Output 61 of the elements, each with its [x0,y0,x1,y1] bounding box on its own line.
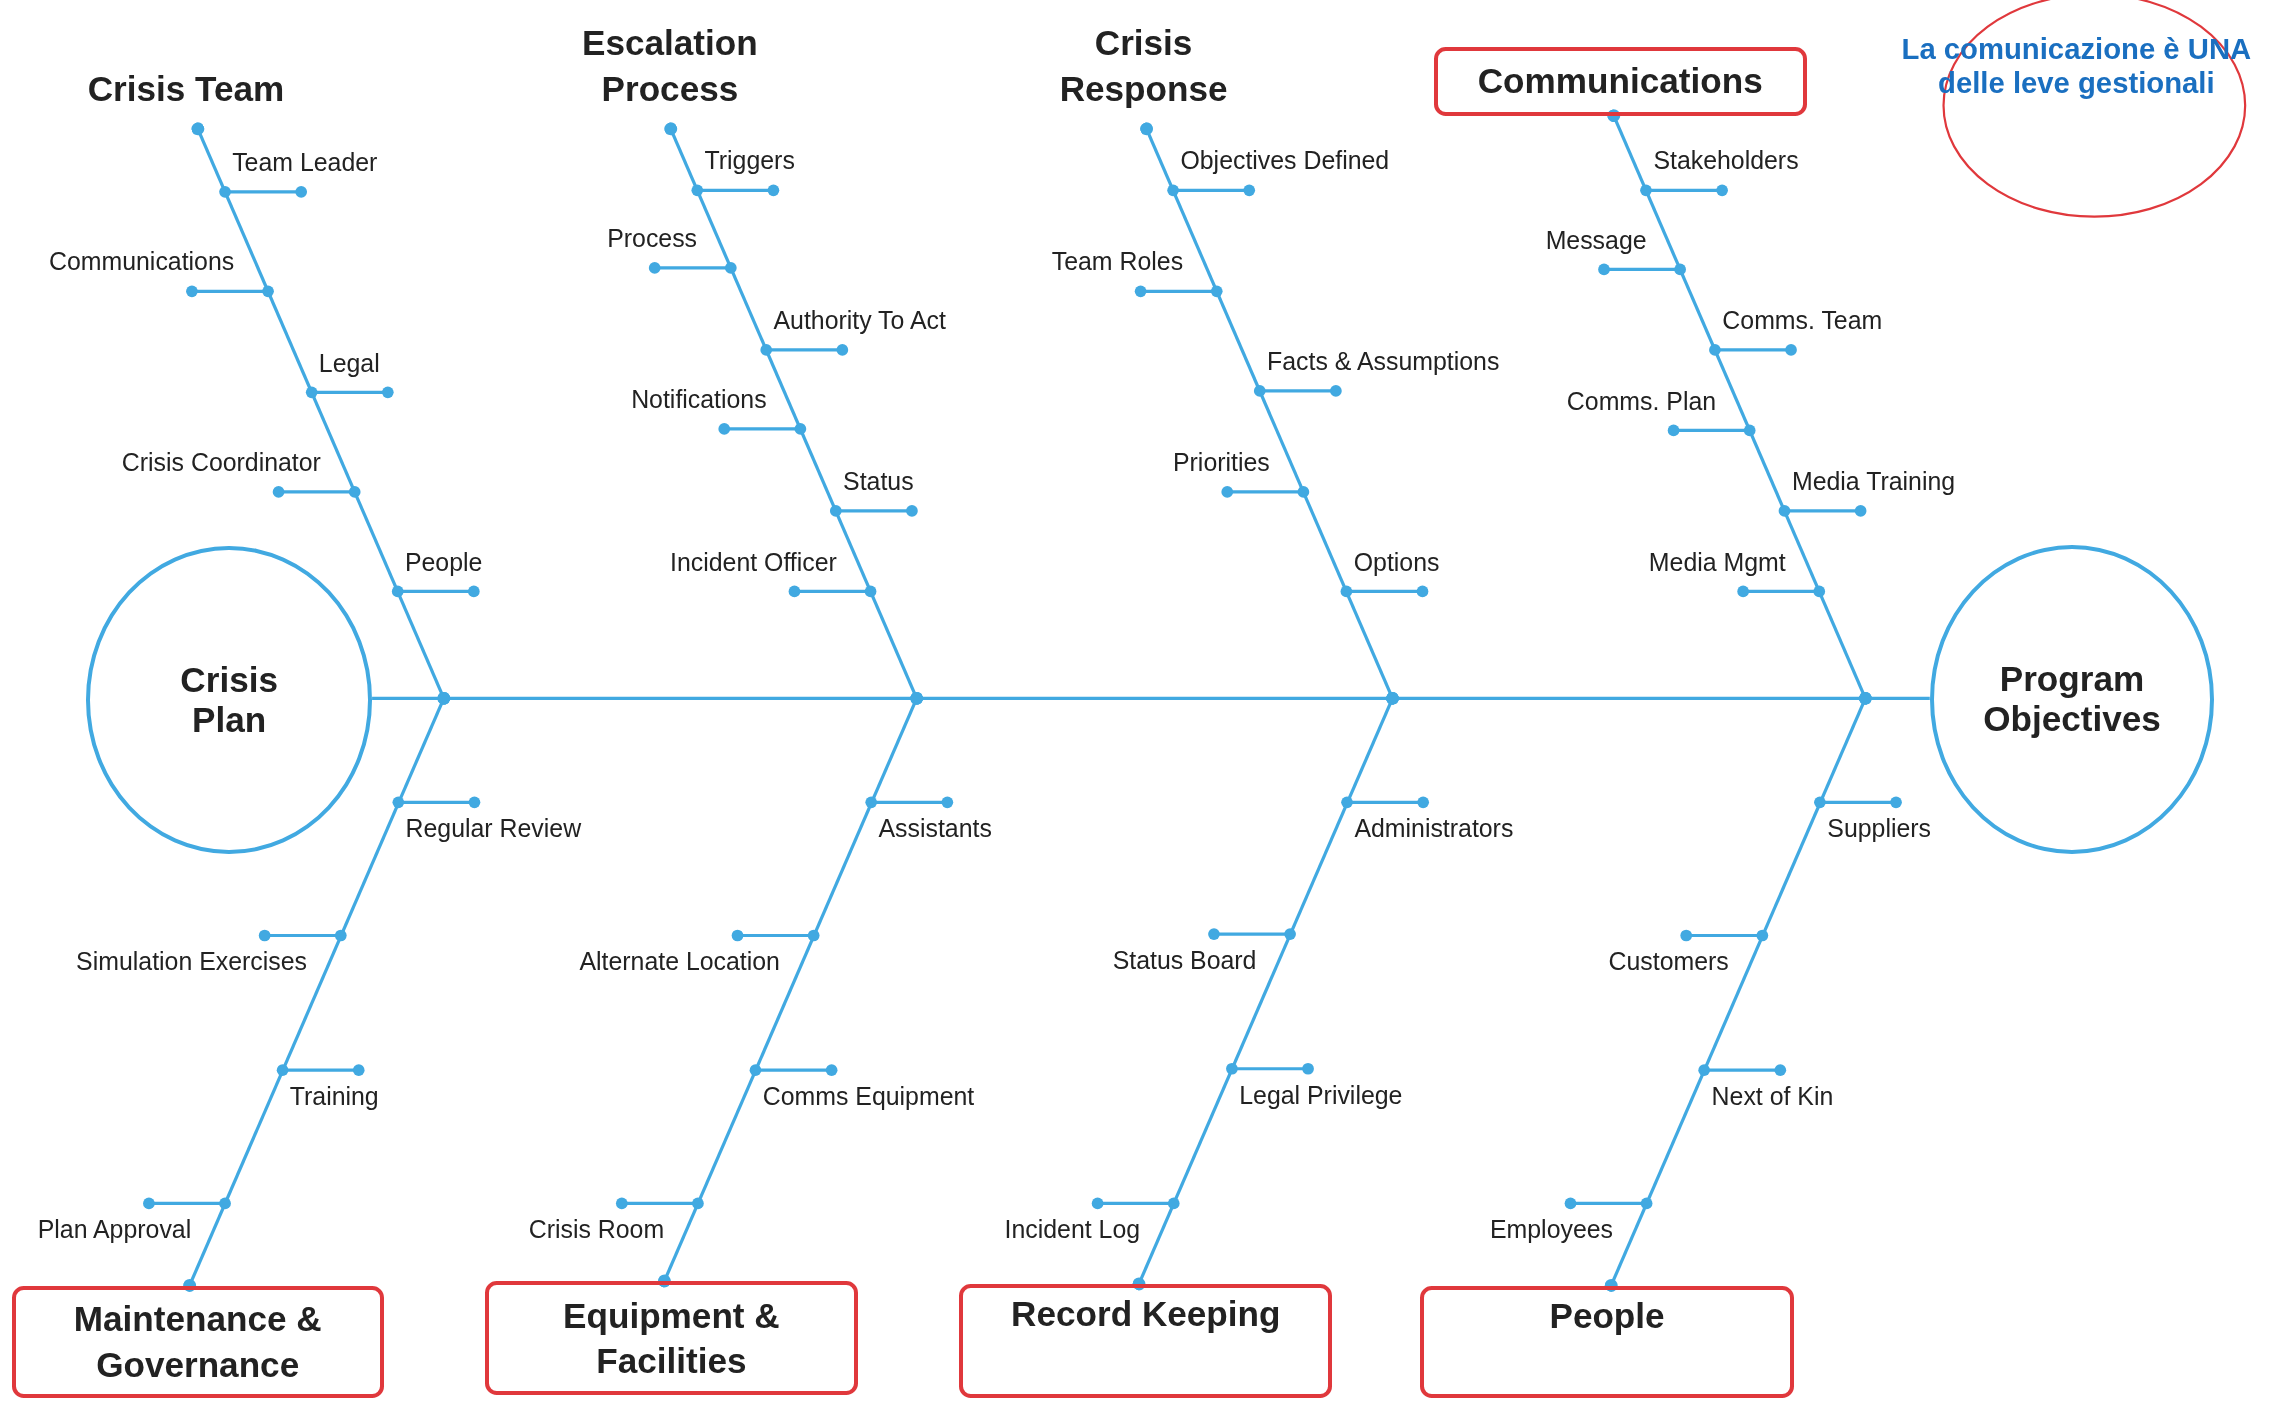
cause-label: Comms. Plan [1566,386,1717,416]
category-box [959,1284,1333,1399]
cause-label: Crisis Room [528,1215,665,1245]
cause-label: Message [1545,225,1647,255]
category-title: People [1549,1294,1665,1337]
cause-label: Comms. Team [1722,306,1883,336]
cause-label: Options [1353,547,1440,577]
bone-line [664,122,924,705]
cause-label: Process [607,224,698,254]
cause-label: Objectives Defined [1180,146,1390,176]
category-title: Crisis Team [87,67,285,110]
cause-label: Incident Log [1004,1215,1141,1245]
cause-label: Regular Review [405,814,582,844]
cause-label: Legal Privilege [1239,1080,1403,1110]
cause-label: Legal [318,348,380,378]
cause-label: Assistants [878,814,992,844]
cause-label: Incident Officer [670,547,837,577]
cause-label: Next of Kin [1711,1082,1834,1112]
category-title: Equipment & Facilities [562,1294,781,1383]
node-title: Crisis Plan [179,659,279,740]
spine-line [372,696,1930,700]
circle-node [86,546,372,854]
cause-label: Priorities [1173,448,1270,478]
cause-label: Status Board [1112,945,1257,975]
cause-label: Plan Approval [37,1215,192,1245]
category-box [11,1285,384,1399]
cause-label: Simulation Exercises [76,947,307,977]
cause-label: Administrators [1354,814,1514,844]
category-box [1420,1285,1794,1399]
cause-label: Customers [1608,947,1729,977]
cause-label: Comms Equipment [762,1082,975,1112]
cause-label: Suppliers [1827,814,1932,844]
bone-line [657,691,924,1288]
category-title: Communications [1477,60,1763,103]
circle-node [1929,544,2214,854]
cause-label: Facts & Assumptions [1267,347,1500,377]
cause-label: People [404,547,483,577]
cause-label: Media Mgmt [1648,547,1786,577]
cause-label: Media Training [1791,467,1956,497]
node-title: Program Objectives [1983,659,2161,740]
cause-label: Triggers [704,146,795,176]
cause-label: Status [843,467,914,497]
bone-line [183,691,451,1292]
category-title: Crisis Response [1058,21,1229,110]
cause-label: Team Roles [1051,247,1184,277]
category-title: Escalation Process [581,21,759,110]
cause-label: Stakeholders [1653,146,1799,176]
category-box [484,1281,859,1396]
cause-label: Authority To Act [773,306,946,336]
category-title: Maintenance & Governance [72,1298,323,1386]
cause-label: Training [289,1082,379,1112]
bone-line [1604,691,1872,1292]
cause-label: Notifications [631,385,767,415]
category-box [1433,46,1807,116]
bone-line [1132,691,1399,1291]
cause-label: Employees [1489,1215,1614,1245]
cause-label: Team Leader [232,147,378,177]
category-title: Record Keeping [1011,1293,1281,1336]
cause-label: Alternate Location [579,947,780,977]
cause-label: Crisis Coordinator [121,448,321,478]
cause-label: Communications [48,247,235,277]
